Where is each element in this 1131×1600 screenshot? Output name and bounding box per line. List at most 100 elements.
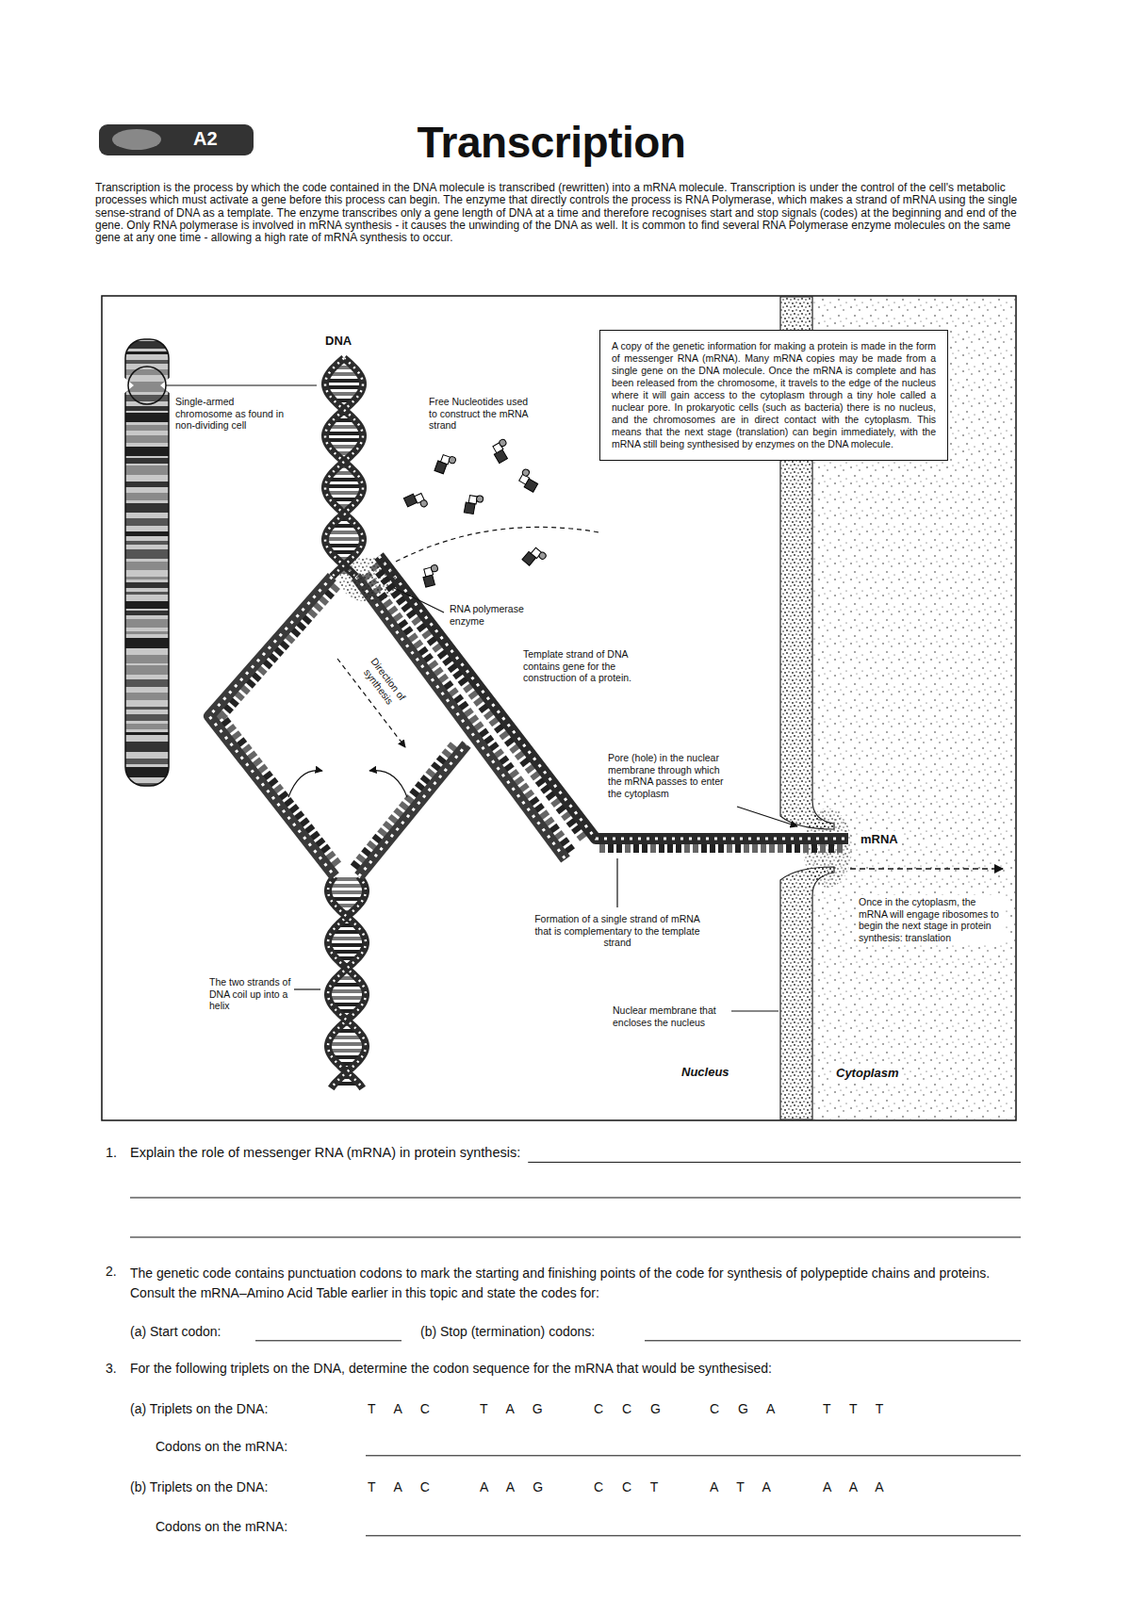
nucleotide-base (300, 819, 309, 826)
nucleotide-base (718, 843, 724, 853)
nucleotide-base (243, 746, 251, 753)
nucleotide-base (413, 641, 422, 648)
dna-triplet: A A A (822, 1479, 892, 1496)
nucleotide-base (515, 778, 524, 785)
nucleotide-base (828, 843, 835, 853)
nucleotide-base (464, 709, 473, 716)
callout-label: Free Nucleotides used to construct the m… (428, 395, 535, 432)
nucleotide-sugar (468, 495, 477, 505)
dna-triplet: A T A (709, 1479, 779, 1496)
base-pair (325, 431, 363, 436)
nucleotide-base (794, 843, 801, 853)
nucleotide-base (573, 826, 581, 833)
nucleotide-base (540, 812, 548, 819)
structure-label: DNA (325, 333, 352, 349)
nucleotide-base (438, 756, 446, 763)
nucleotide-base (269, 779, 278, 786)
nucleotide-base (490, 719, 498, 725)
nucleotide-base (607, 843, 614, 853)
nucleotide-base (419, 648, 427, 655)
nucleotide-base (439, 675, 447, 682)
dna-backbone (327, 876, 366, 1089)
chromosome-band (125, 446, 169, 457)
dna-backbone-highlight (325, 358, 363, 577)
nucleotide-base (248, 753, 257, 759)
nucleotide-base (279, 792, 288, 799)
strand-highlight (359, 744, 467, 877)
leader-line (165, 384, 317, 386)
nucleotide-base (743, 843, 750, 853)
chromosome-band (125, 610, 169, 616)
question-part: Codons on the mRNA: (155, 1519, 288, 1536)
strand-highlight (209, 576, 335, 877)
nucleotide-base (454, 696, 462, 703)
nucleotide-base (454, 672, 462, 678)
chromosome-band (125, 465, 169, 476)
nucleotide-base (479, 705, 488, 712)
nucleotide-base (495, 725, 504, 732)
answer-line (365, 1535, 1021, 1537)
question-part: Codons on the mRNA: (155, 1439, 288, 1456)
answer-line (527, 1162, 1021, 1164)
nucleotide-base (384, 822, 393, 829)
dna-triplet: A A G (479, 1479, 551, 1496)
nucleotide-base (378, 829, 387, 836)
nucleotide-phosphate (521, 468, 531, 478)
strand-highlight (378, 556, 849, 839)
badge-logo (112, 129, 162, 150)
dna-strand (352, 744, 467, 877)
chromosome-band (125, 576, 169, 580)
nucleotide-base (235, 692, 244, 700)
nucleotide-base (701, 843, 707, 853)
chromosome-band (125, 741, 169, 753)
nucleotide-base (633, 843, 640, 853)
nucleotide-base (709, 843, 716, 853)
nucleotide-base (316, 839, 325, 846)
nucleotide-base (409, 635, 417, 641)
nucleotide-base (306, 826, 314, 833)
nucleotide-phosphate (498, 438, 509, 448)
nucleotide-base (284, 799, 293, 805)
callout-label: Single-armed chromosome as found in non-… (175, 395, 287, 432)
free-nucleotide (420, 564, 442, 588)
nuclear-membrane (780, 867, 835, 1120)
strand-backbone (378, 556, 849, 839)
dna-triplet: T A C (367, 1401, 438, 1418)
nucleotide-base (599, 843, 606, 853)
nucleotide-base (389, 607, 397, 614)
base-pair (326, 543, 361, 548)
base-pair (327, 1042, 366, 1047)
nucleotide-base (330, 585, 339, 592)
overlay (98, 124, 1021, 1537)
base-pair (325, 385, 362, 390)
nucleotide-phosphate (475, 494, 484, 503)
nucleotide-base (577, 833, 586, 839)
nuclear-pore (803, 808, 853, 888)
question-number: 3. (105, 1360, 117, 1377)
direction-label: Direction of synthesis (351, 645, 416, 721)
nucleotide-base (506, 738, 514, 745)
nucleotide-base (658, 843, 665, 853)
nucleotide-base (397, 597, 406, 604)
nucleotide-base (537, 779, 545, 786)
chromosome-band (125, 458, 169, 464)
chromosome-band (125, 561, 169, 571)
nucleotide-base (469, 691, 477, 698)
free-nucleotide (434, 452, 457, 476)
nucleotide-phosphate (430, 564, 440, 574)
dna-backbone (325, 358, 363, 577)
answer-line (130, 1237, 1021, 1239)
nucleotide-base (803, 843, 809, 853)
mrna-direction-arrow (850, 868, 1003, 870)
nucleotide-base (252, 673, 261, 681)
nucleotide-base (286, 636, 295, 643)
question-part: (a) Triplets on the DNA: (130, 1401, 268, 1418)
nucleotide-base (373, 835, 381, 842)
callout-label: The two strands of DNA coil up into a he… (209, 976, 304, 1013)
nucleotide-base (552, 800, 560, 806)
nucleotide-base (327, 852, 335, 859)
nucleotide-base (505, 764, 513, 771)
nucleotide-base (418, 624, 427, 631)
nucleotide-base (393, 614, 402, 621)
